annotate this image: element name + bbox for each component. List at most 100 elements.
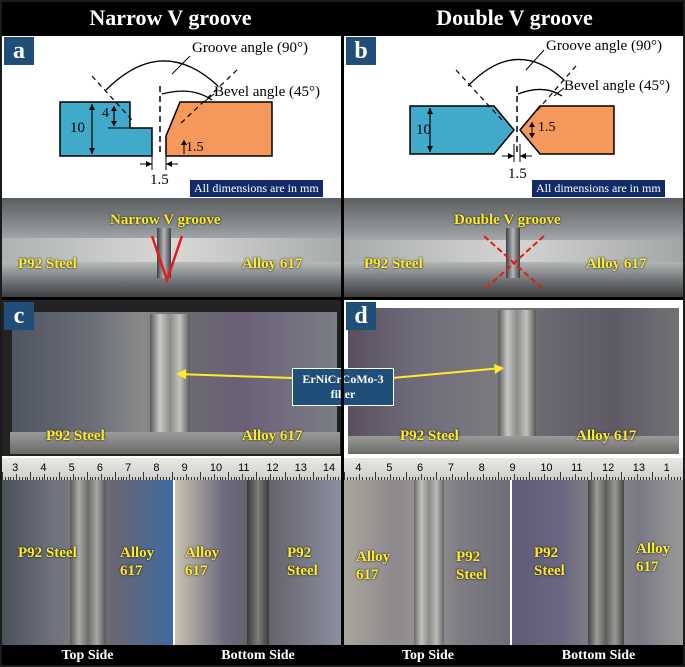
ruler-tick [157, 474, 159, 480]
ruler-tick [38, 477, 40, 480]
ruler-tick [61, 477, 63, 480]
ruler-tick [544, 474, 546, 480]
ruler-tick [324, 477, 326, 480]
ruler-tick [10, 477, 12, 480]
ruler-mark: 9 [509, 462, 516, 474]
ruler-mark: 12 [266, 462, 279, 474]
ruler-tick [199, 472, 201, 480]
ruler-tick [482, 474, 484, 480]
ruler-tick [213, 474, 215, 480]
d-bottom-left-label: P92 Steel [534, 545, 565, 579]
ruler-tick [309, 477, 311, 480]
c-top-right-label: Alloy 617 [120, 545, 155, 579]
ruler-tick [160, 477, 162, 480]
ruler-tick [528, 472, 530, 480]
ruler-tick [513, 474, 515, 480]
ruler-tick [636, 474, 638, 480]
dim-root-label: 1.5 [186, 140, 204, 155]
ruler-tick [649, 477, 651, 480]
ruler-tick [16, 474, 18, 480]
panel-c-top-side-photo: P92 Steel Alloy 617 [2, 480, 173, 645]
bevel-angle-label: Bevel angle (45°) [564, 78, 670, 94]
ruler-tick [236, 477, 238, 480]
dim-10-label: 10 [416, 122, 431, 138]
p92-plate [59, 101, 153, 157]
ruler-tick [562, 477, 564, 480]
c-top-side-caption: Top Side [0, 645, 175, 667]
ruler-tick [281, 477, 283, 480]
ruler-tick [276, 477, 278, 480]
ruler-tick [312, 472, 314, 480]
ruler-tick [295, 477, 297, 480]
ruler-tick [676, 477, 678, 480]
ruler-tick [332, 477, 334, 480]
ruler-tick [609, 477, 611, 480]
panel-b-photo: Double V groove P92 Steel Alloy 617 [344, 198, 683, 297]
ruler-tick [377, 477, 379, 480]
ruler-tick [154, 477, 156, 480]
ruler-tick [208, 477, 210, 480]
ruler-tick [430, 477, 432, 480]
ruler-tick [267, 477, 269, 480]
ruler-mark: 7 [447, 462, 454, 474]
ruler-tick [547, 477, 549, 480]
ruler-tick [556, 477, 558, 480]
groove-angle-label: Groove angle (90°) [192, 40, 308, 56]
ruler-mark: 13 [632, 462, 646, 474]
c-bottom-left-label: Alloy 617 [185, 545, 220, 579]
ruler-tick [630, 477, 632, 480]
ruler-tick [618, 477, 620, 480]
panel-a-photo: Narrow V groove P92 Steel Alloy 617 [2, 198, 341, 297]
panel-c-bottom-side-photo: Alloy 617 P92 Steel [175, 480, 341, 645]
ruler-mark: 5 [68, 462, 75, 474]
ruler-tick [253, 477, 255, 480]
ruler-tick [633, 477, 635, 480]
bevel-angle-label: Bevel angle (45°) [214, 84, 320, 100]
tag-b: b [346, 37, 376, 65]
p92-plate [409, 105, 515, 155]
ruler-tick [24, 477, 26, 480]
ruler-tick [399, 477, 401, 480]
ruler-tick [304, 477, 306, 480]
ruler-tick [179, 477, 181, 480]
ruler-tick [284, 472, 286, 480]
ruler-tick [298, 474, 300, 480]
ruler-tick [424, 477, 426, 480]
ruler-tick [21, 477, 23, 480]
ruler-tick [270, 474, 272, 480]
ruler-tick [75, 477, 77, 480]
ruler-tick [321, 477, 323, 480]
ruler-tick [433, 477, 435, 480]
ruler-tick [642, 477, 644, 480]
ruler-tick [393, 477, 395, 480]
ruler-tick [202, 477, 204, 480]
ruler-tick [371, 477, 373, 480]
panel-d-bottom-side-photo: P92 Steel Alloy 617 [512, 480, 683, 645]
ruler-tick [593, 477, 595, 480]
ruler-tick [315, 477, 317, 480]
label-p92-a: P92 Steel [18, 256, 77, 272]
ruler-mark: 10 [540, 462, 553, 474]
ruler-tick [50, 477, 52, 480]
ruler-tick [247, 477, 249, 480]
label-p92-c: P92 Steel [46, 428, 105, 444]
ruler-tick [196, 477, 198, 480]
ruler-tick [451, 474, 453, 480]
mm-note: All dimensions are in mm [190, 180, 323, 197]
ruler-tick [525, 477, 527, 480]
ruler-tick [72, 474, 74, 480]
ruler-tick [362, 477, 364, 480]
d-top-right-label: P92 Steel [456, 549, 487, 583]
horizontal-divider [0, 297, 685, 300]
ruler-tick [64, 477, 66, 480]
ruler-tick [479, 477, 481, 480]
ruler-tick [222, 477, 224, 480]
ruler-tick [58, 472, 60, 480]
ruler-tick [405, 472, 407, 480]
ruler-tick [454, 477, 456, 480]
ruler-tick [602, 477, 604, 480]
ruler-tick [458, 477, 460, 480]
label-alloy-d: Alloy 617 [576, 428, 637, 444]
ruler-tick [230, 477, 232, 480]
ruler-tick [44, 474, 46, 480]
